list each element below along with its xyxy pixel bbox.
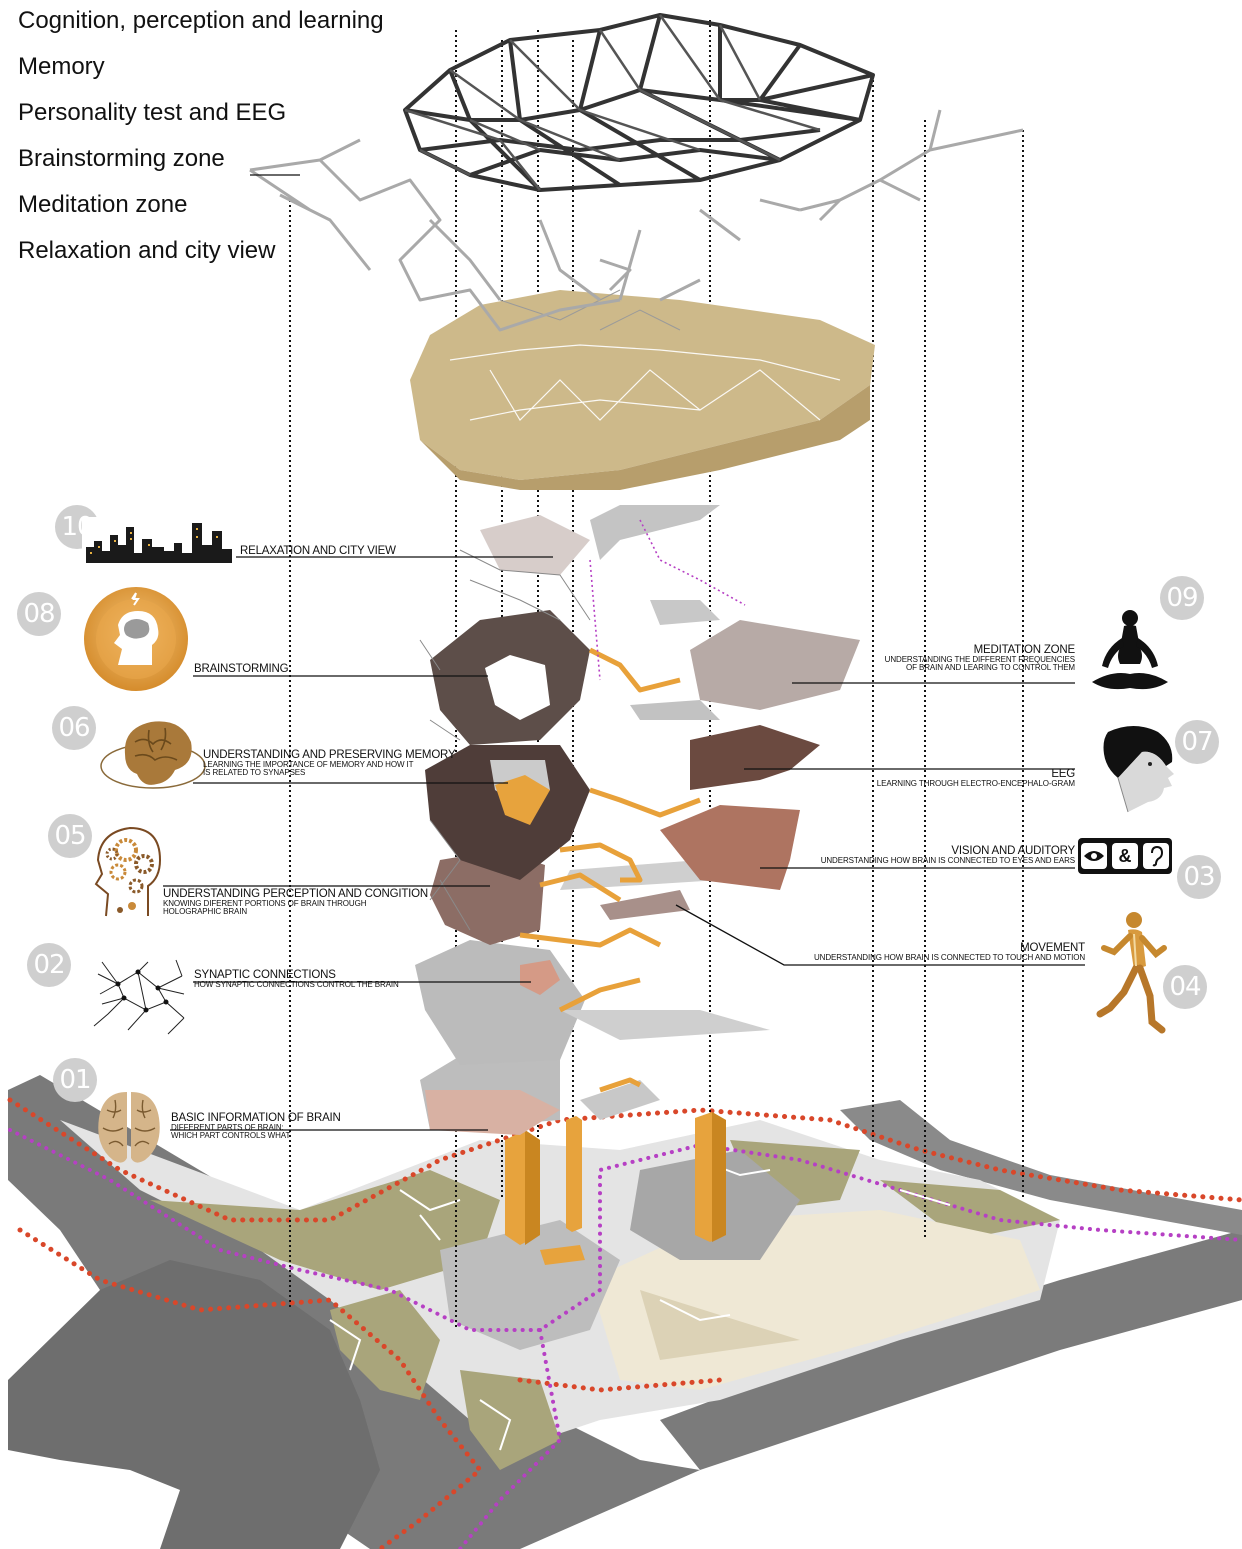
- head-brain-icon: [82, 585, 190, 693]
- floor-plates: [415, 505, 860, 1135]
- legend-item-meditation: Meditation zone: [18, 190, 187, 220]
- zone-09-subtitle-2: OF BRAIN AND LEARING TO CONTROL THEM: [885, 664, 1075, 672]
- zone-05-label: UNDERSTANDING PERCEPTION AND CONGITION K…: [163, 888, 428, 917]
- brain-orbit-icon: [95, 708, 215, 802]
- floor-07-brown: [690, 725, 820, 790]
- zone-01-label: BASIC INFORMATION OF BRAIN DIFFERENT PAR…: [171, 1112, 341, 1141]
- zone-08-label: BRAINSTORMING: [194, 663, 288, 675]
- eye-icon: [1081, 843, 1107, 869]
- zone-04-label: MOVEMENT UNDERSTANDING HOW BRAIN IS CONN…: [814, 942, 1085, 962]
- head-profile-icon: [1088, 722, 1184, 818]
- legend-item-memory: Memory: [18, 52, 105, 82]
- legend-item-brainstorming: Brainstorming zone: [18, 144, 225, 174]
- zone-05-subtitle-2: HOLOGRAPHIC BRAIN: [163, 908, 428, 916]
- zone-07-label: EEG LEARNING THROUGH ELECTRO-ENCEPHALO-G…: [877, 768, 1075, 788]
- meditation-figure-icon: [1082, 608, 1178, 698]
- ground-plane: [8, 1075, 1242, 1549]
- floor-09-slab: [690, 620, 860, 710]
- zone-06-number: 06: [52, 706, 96, 750]
- frame-dark: [405, 15, 873, 190]
- legend-item-personality: Personality test and EEG: [18, 98, 286, 128]
- zone-02-label: SYNAPTIC CONNECTIONS HOW SYNAPTIC CONNEC…: [194, 969, 399, 989]
- neuron-network-icon: [88, 954, 192, 1038]
- zone-01-subtitle-2: WHICH PART CONTROLS WHAT: [171, 1132, 341, 1140]
- floor-02-grey: [415, 940, 585, 1065]
- zone-09-label: MEDITATION ZONE UNDERSTANDING THE DIFFER…: [885, 644, 1075, 673]
- city-skyline-icon: [82, 517, 234, 563]
- zone-01-number: 01: [53, 1058, 97, 1102]
- roof-space-frame: [250, 15, 1023, 330]
- zone-06-label: UNDERSTANDING AND PRESERVING MEMORY LEAR…: [203, 749, 455, 778]
- canopy-top: [410, 290, 875, 480]
- zone-06-subtitle-2: IS RELATED TO SYNAPSES: [203, 769, 455, 777]
- zone-08-number: 08: [17, 592, 61, 636]
- floor-02-grey-right: [560, 1010, 770, 1040]
- core-2: [566, 1116, 582, 1232]
- floor-07-grey: [630, 700, 720, 720]
- zone-07-subtitle-1: LEARNING THROUGH ELECTRO-ENCEPHALO-GRAM: [877, 780, 1075, 788]
- running-man-icon: [1090, 908, 1176, 1036]
- zone-05-number: 05: [48, 814, 92, 858]
- zone-03-subtitle-1: UNDERSTANDING HOW BRAIN IS CONNECTED TO …: [821, 857, 1075, 865]
- zone-10-label: RELAXATION AND CITY VIEW: [240, 545, 396, 557]
- ear-icon: [1143, 843, 1169, 869]
- eye-and-ear-icon: &: [1078, 838, 1172, 874]
- gear-head-icon: [88, 820, 164, 920]
- zone-08-title: BRAINSTORMING: [194, 663, 288, 675]
- legend-item-relaxation: Relaxation and city view: [18, 236, 275, 266]
- zone-02-number: 02: [27, 943, 71, 987]
- zone-10-title: RELAXATION AND CITY VIEW: [240, 545, 396, 557]
- canopy: [410, 290, 875, 490]
- zone-03-number: 03: [1177, 855, 1221, 899]
- legend-item-cognition: Cognition, perception and learning: [18, 6, 384, 36]
- zone-03-label: VISION AND AUDITORY UNDERSTANDING HOW BR…: [821, 845, 1075, 865]
- brain-top-view-icon: [93, 1088, 165, 1166]
- zone-02-subtitle-1: HOW SYNAPTIC CONNECTIONS CONTROL THE BRA…: [194, 981, 399, 989]
- ampersand-badge: &: [1112, 843, 1138, 869]
- zone-04-subtitle-1: UNDERSTANDING HOW BRAIN IS CONNECTED TO …: [814, 954, 1085, 962]
